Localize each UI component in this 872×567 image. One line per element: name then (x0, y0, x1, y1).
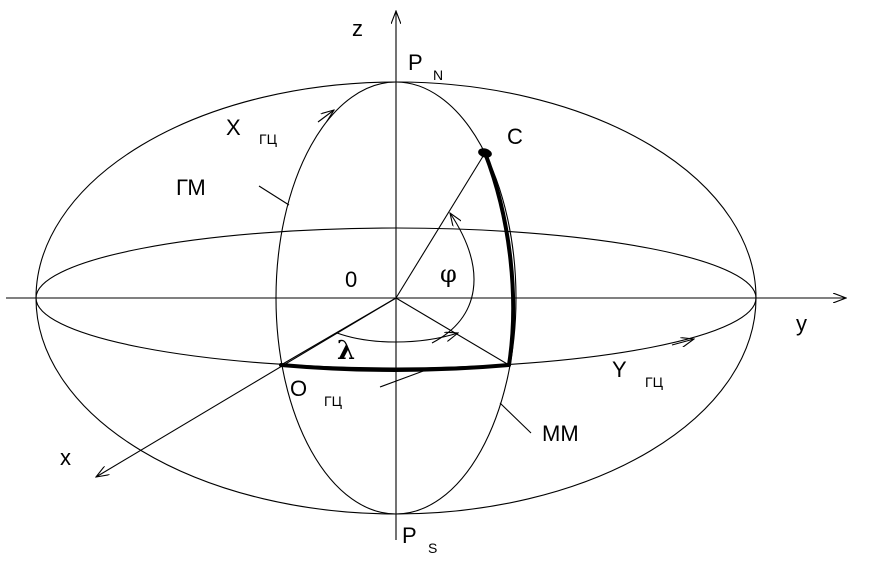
greenwich-origin-leader (379, 369, 427, 388)
y-axis-label: y (796, 311, 807, 336)
z-axis-label: z (352, 16, 363, 41)
local-meridian-leader (499, 402, 532, 434)
radius-to-local-meridian-base (395, 297, 510, 366)
south-pole-label: P (402, 523, 417, 548)
local-meridian-label: MM (542, 421, 579, 446)
greenwich-y-arrow (671, 339, 694, 345)
point-c-label: C (507, 124, 523, 149)
longitude-label: λ (337, 336, 355, 366)
x-axis-label: x (60, 445, 71, 470)
greenwich-y-sub: ГЦ (645, 374, 664, 390)
latitude-arc-thick (483, 151, 516, 367)
greenwich-origin-sub: ГЦ (324, 393, 343, 409)
longitude-arc-thick (279, 363, 511, 372)
greenwich-x-sub: ГЦ (259, 131, 278, 147)
origin-label: 0 (345, 267, 357, 292)
greenwich-y-label: Y (612, 357, 627, 382)
longitude-angle-arc (336, 333, 458, 343)
greenwich-meridian-leader (258, 185, 290, 206)
greenwich-origin-label: O (290, 376, 307, 401)
north-pole-label: P (408, 50, 423, 75)
greenwich-x-label: X (226, 115, 241, 140)
x-axis (96, 297, 397, 477)
point-c-dot (478, 148, 492, 158)
radius-to-point-c (395, 152, 486, 299)
south-pole-sub: S (428, 540, 437, 556)
greenwich-meridian-label: ГМ (176, 175, 206, 200)
greenwich-x-arrow (317, 110, 334, 123)
latitude-label: φ (440, 260, 457, 288)
radius-to-greenwich-origin (280, 297, 397, 366)
north-pole-sub: N (433, 67, 443, 83)
